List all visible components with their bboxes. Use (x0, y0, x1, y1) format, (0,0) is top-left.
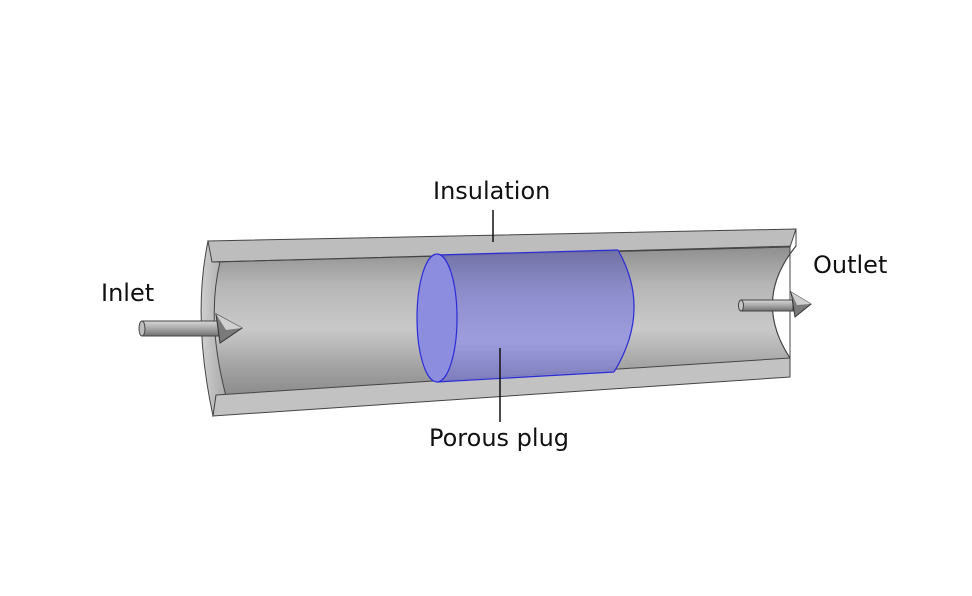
outlet-label: Outlet (813, 251, 888, 279)
porous-plug-far-edge (613, 249, 635, 373)
porous-plug-label: Porous plug (429, 424, 570, 452)
porous-plug-body (437, 250, 635, 382)
inlet-label: Inlet (101, 279, 155, 307)
outlet-arrow-icon (738, 291, 812, 318)
porous-plug-bottom-edge (436, 371, 615, 383)
insulation-label: Insulation (433, 177, 551, 205)
porous-plug-front-face (416, 253, 458, 383)
inlet-arrow-icon (138, 313, 243, 344)
porous-plug-top-edge (436, 249, 619, 256)
